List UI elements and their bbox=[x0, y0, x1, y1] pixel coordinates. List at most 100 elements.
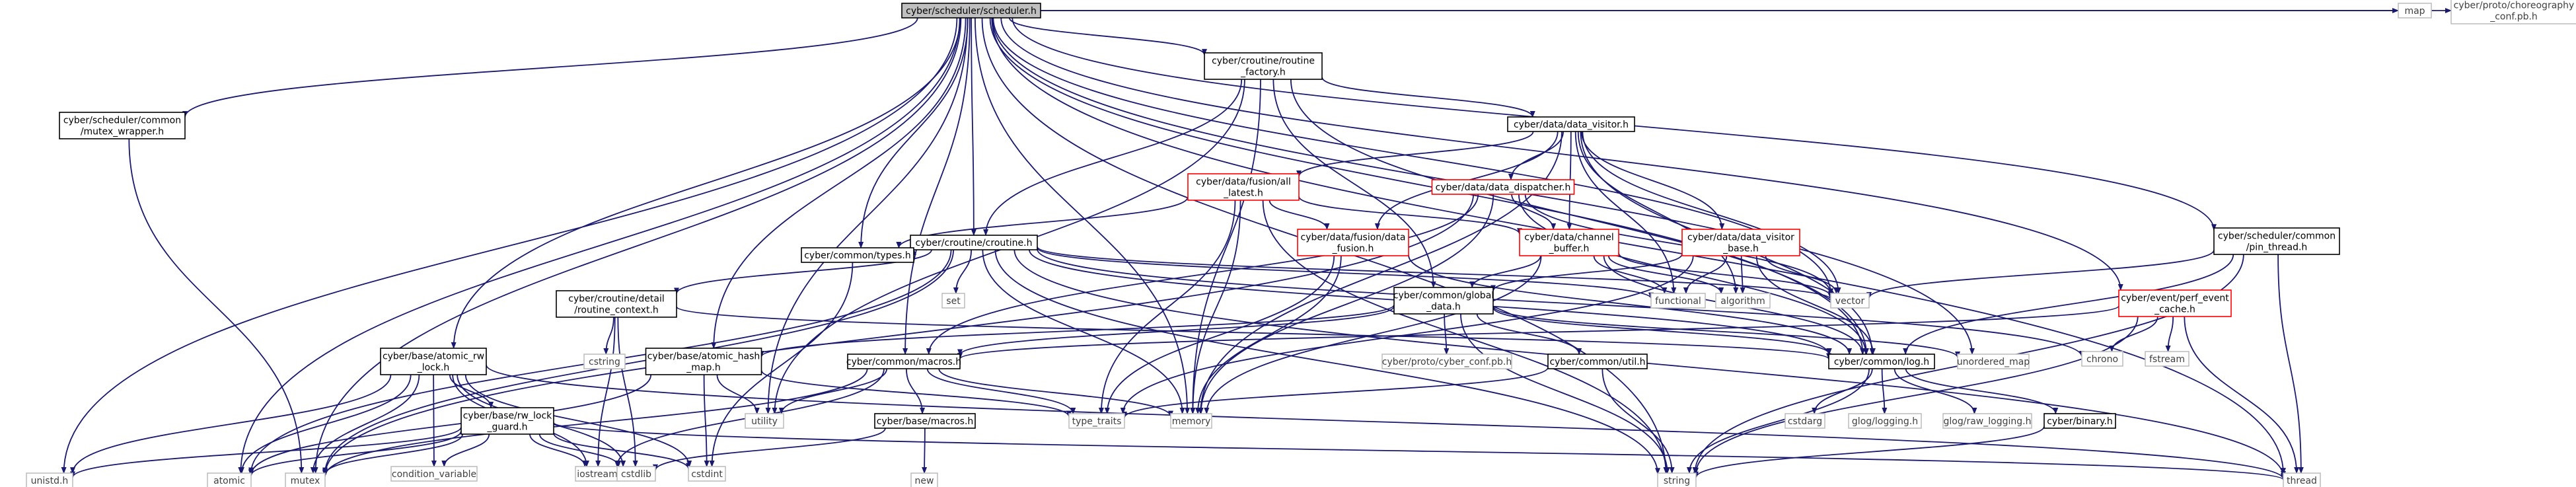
node-label: type_traits bbox=[1072, 416, 1122, 427]
edge-pin_thread-to-log bbox=[1903, 254, 2234, 355]
node-string: string bbox=[1657, 472, 1697, 487]
node-cstring: cstring bbox=[583, 354, 626, 369]
node-box bbox=[1068, 413, 1125, 429]
node-box bbox=[1187, 173, 1300, 201]
node-label: thread bbox=[2287, 476, 2317, 486]
node-label: chrono bbox=[2086, 354, 2118, 365]
node-macros[interactable]: cyber/common/macros.h bbox=[846, 354, 961, 369]
node-box bbox=[910, 235, 1038, 250]
node-types[interactable]: cyber/common/types.h bbox=[801, 247, 914, 263]
node-label: /mutex_wrapper.h bbox=[81, 127, 164, 137]
node-box bbox=[285, 472, 326, 487]
edge-routine_context-to-cstdlib bbox=[617, 317, 638, 467]
node-all-latest[interactable]: cyber/data/fusion/all_latest.h bbox=[1187, 173, 1300, 201]
node-set: set bbox=[941, 293, 965, 309]
node-label: unordered_map bbox=[1957, 357, 2030, 367]
edge-util-to-string bbox=[1601, 368, 1675, 474]
node-rw-lock-guard[interactable]: cyber/base/rw_lock_guard.h bbox=[460, 407, 554, 435]
node-root[interactable]: cyber/scheduler/scheduler.h bbox=[901, 3, 1041, 19]
node-box bbox=[2450, 0, 2576, 24]
node-map: map bbox=[2398, 3, 2432, 19]
edge-data_visitor_base-to-algorithm bbox=[1740, 255, 1746, 294]
node-box bbox=[874, 413, 976, 429]
node-label: fstream bbox=[2149, 354, 2185, 365]
node-unistd: unistd.h bbox=[26, 472, 73, 487]
edge-base_macros-to-cstdlib bbox=[653, 428, 886, 471]
node-label: cyber/scheduler/scheduler.h bbox=[906, 6, 1037, 17]
node-mutex-wrapper[interactable]: cyber/scheduler/common/mutex_wrapper.h bbox=[59, 112, 186, 139]
node-cstdarg: cstdarg bbox=[1785, 413, 1825, 429]
edge-rw_lock_guard-to-iostream bbox=[529, 433, 588, 467]
node-box bbox=[1204, 52, 1323, 80]
edge-atomic_rw_lock-to-mutex bbox=[310, 374, 420, 474]
edge-croutine-to-set bbox=[953, 249, 973, 294]
edge-log-to-cstdarg bbox=[1812, 368, 1873, 414]
node-data-visitor[interactable]: cyber/data/data_visitor.h bbox=[1507, 116, 1635, 132]
node-label: utility bbox=[751, 416, 778, 427]
node-label: cstdlib bbox=[621, 469, 651, 480]
node-data-dispatcher[interactable]: cyber/data/data_dispatcher.h bbox=[1431, 179, 1575, 195]
edge-rw_lock_guard-to-condition_variable bbox=[441, 433, 490, 467]
node-label: _factory.h bbox=[1240, 67, 1286, 78]
node-box bbox=[1650, 293, 1706, 309]
edge-global_data-to-log bbox=[1492, 307, 1832, 355]
node-perf-event-cache[interactable]: cyber/event/perf_event_cache.h bbox=[2118, 289, 2232, 317]
edge-log-to-binary bbox=[1905, 368, 2059, 414]
edge-rw_lock_guard-to-mutex bbox=[322, 433, 463, 476]
node-label: cyber/common/types.h bbox=[804, 250, 911, 261]
node-global-data[interactable]: cyber/common/global_data.h bbox=[1393, 287, 1494, 315]
node-box bbox=[1393, 287, 1494, 315]
node-box bbox=[26, 472, 73, 487]
node-box bbox=[2398, 3, 2432, 19]
node-croutine[interactable]: cyber/croutine/croutine.h bbox=[910, 235, 1038, 250]
edge-all_latest-to-string bbox=[1262, 200, 1669, 474]
edge-all_latest-to-channel_buffer bbox=[1298, 196, 1522, 235]
edge-all_latest-to-type_traits bbox=[1098, 200, 1236, 414]
edge-rw_lock_guard-to-cstdlib bbox=[538, 433, 622, 467]
node-routine-factory[interactable]: cyber/croutine/routine_factory.h bbox=[1204, 52, 1323, 80]
node-util[interactable]: cyber/common/util.h bbox=[1547, 354, 1648, 369]
node-channel-buffer[interactable]: cyber/data/channel_buffer.h bbox=[1519, 229, 1619, 256]
node-box bbox=[1507, 116, 1635, 132]
node-label: _buffer.h bbox=[1549, 244, 1590, 254]
node-label: cyber/base/atomic_rw bbox=[383, 352, 484, 362]
node-atomic-rw-lock[interactable]: cyber/base/atomic_rw_lock.h bbox=[380, 348, 487, 375]
node-cstdlib: cstdlib bbox=[616, 466, 656, 482]
node-binary[interactable]: cyber/binary.h bbox=[2043, 413, 2116, 429]
edge-root-to-croutine bbox=[971, 17, 976, 236]
node-box bbox=[901, 3, 1041, 19]
node-label: set bbox=[946, 296, 961, 307]
edge-macros-to-mutex bbox=[322, 368, 868, 478]
node-box bbox=[2145, 351, 2190, 367]
node-box bbox=[1297, 229, 1409, 256]
edge-atomic_hash_map-to-type_traits bbox=[760, 369, 1072, 418]
node-box bbox=[2043, 413, 2116, 429]
node-log[interactable]: cyber/common/log.h bbox=[1828, 354, 1935, 369]
node-label: iostream bbox=[577, 469, 618, 480]
node-label: cyber/event/perf_event bbox=[2121, 293, 2229, 304]
node-glog-raw-logging: glog/raw_logging.h bbox=[1942, 413, 2032, 429]
node-pin-thread[interactable]: cyber/scheduler/common/pin_thread.h bbox=[2213, 227, 2340, 255]
node-routine-context[interactable]: cyber/croutine/detail/routine_context.h bbox=[556, 290, 677, 318]
node-box bbox=[847, 354, 961, 369]
node-label: algorithm bbox=[1720, 296, 1765, 307]
edge-root-to-log bbox=[989, 17, 1866, 355]
node-label: cyber/croutine/detail bbox=[568, 294, 664, 305]
edge-atomic_rw_lock-to-unistd bbox=[70, 374, 392, 474]
node-thread: thread bbox=[2283, 472, 2321, 487]
node-base-macros[interactable]: cyber/base/macros.h bbox=[874, 413, 976, 429]
node-label: vector bbox=[1835, 296, 1865, 307]
edge-global_data-to-atomic_hash_map bbox=[758, 304, 1395, 357]
node-box bbox=[801, 247, 914, 263]
edge-util-to-type_traits bbox=[1122, 367, 1549, 419]
node-label: cyber/data/fusion/all bbox=[1196, 177, 1291, 188]
node-atomic-hash-map[interactable]: cyber/base/atomic_hash_map.h bbox=[645, 348, 762, 375]
node-data-visitor-base[interactable]: cyber/data/data_visitor_base.h bbox=[1681, 229, 1800, 256]
edge-binary-to-string bbox=[1693, 426, 2045, 478]
node-box bbox=[745, 413, 784, 429]
node-data-fusion[interactable]: cyber/data/fusion/data_fusion.h bbox=[1297, 229, 1409, 256]
node-fstream: fstream bbox=[2145, 351, 2190, 367]
node-label: unistd.h bbox=[31, 476, 69, 486]
edge-root-to-routine_factory bbox=[1008, 17, 1207, 56]
